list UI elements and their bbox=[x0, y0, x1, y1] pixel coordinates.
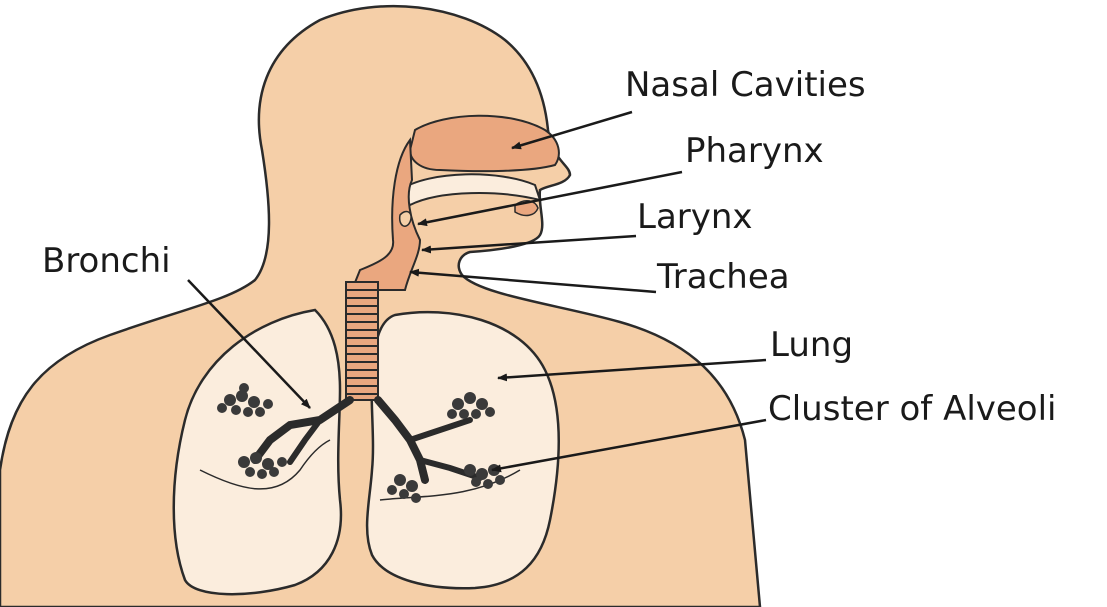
label-pharynx: Pharynx bbox=[685, 131, 824, 171]
epiglottis bbox=[400, 211, 411, 226]
label-larynx: Larynx bbox=[637, 197, 753, 237]
trachea bbox=[346, 282, 378, 400]
label-bronchi: Bronchi bbox=[42, 241, 171, 281]
label-nasal-cavities: Nasal Cavities bbox=[625, 65, 866, 105]
label-cluster-of-alveoli: Cluster of Alveoli bbox=[768, 389, 1057, 429]
label-lung: Lung bbox=[770, 325, 853, 365]
right-lung bbox=[367, 312, 559, 588]
label-trachea: Trachea bbox=[656, 257, 790, 297]
